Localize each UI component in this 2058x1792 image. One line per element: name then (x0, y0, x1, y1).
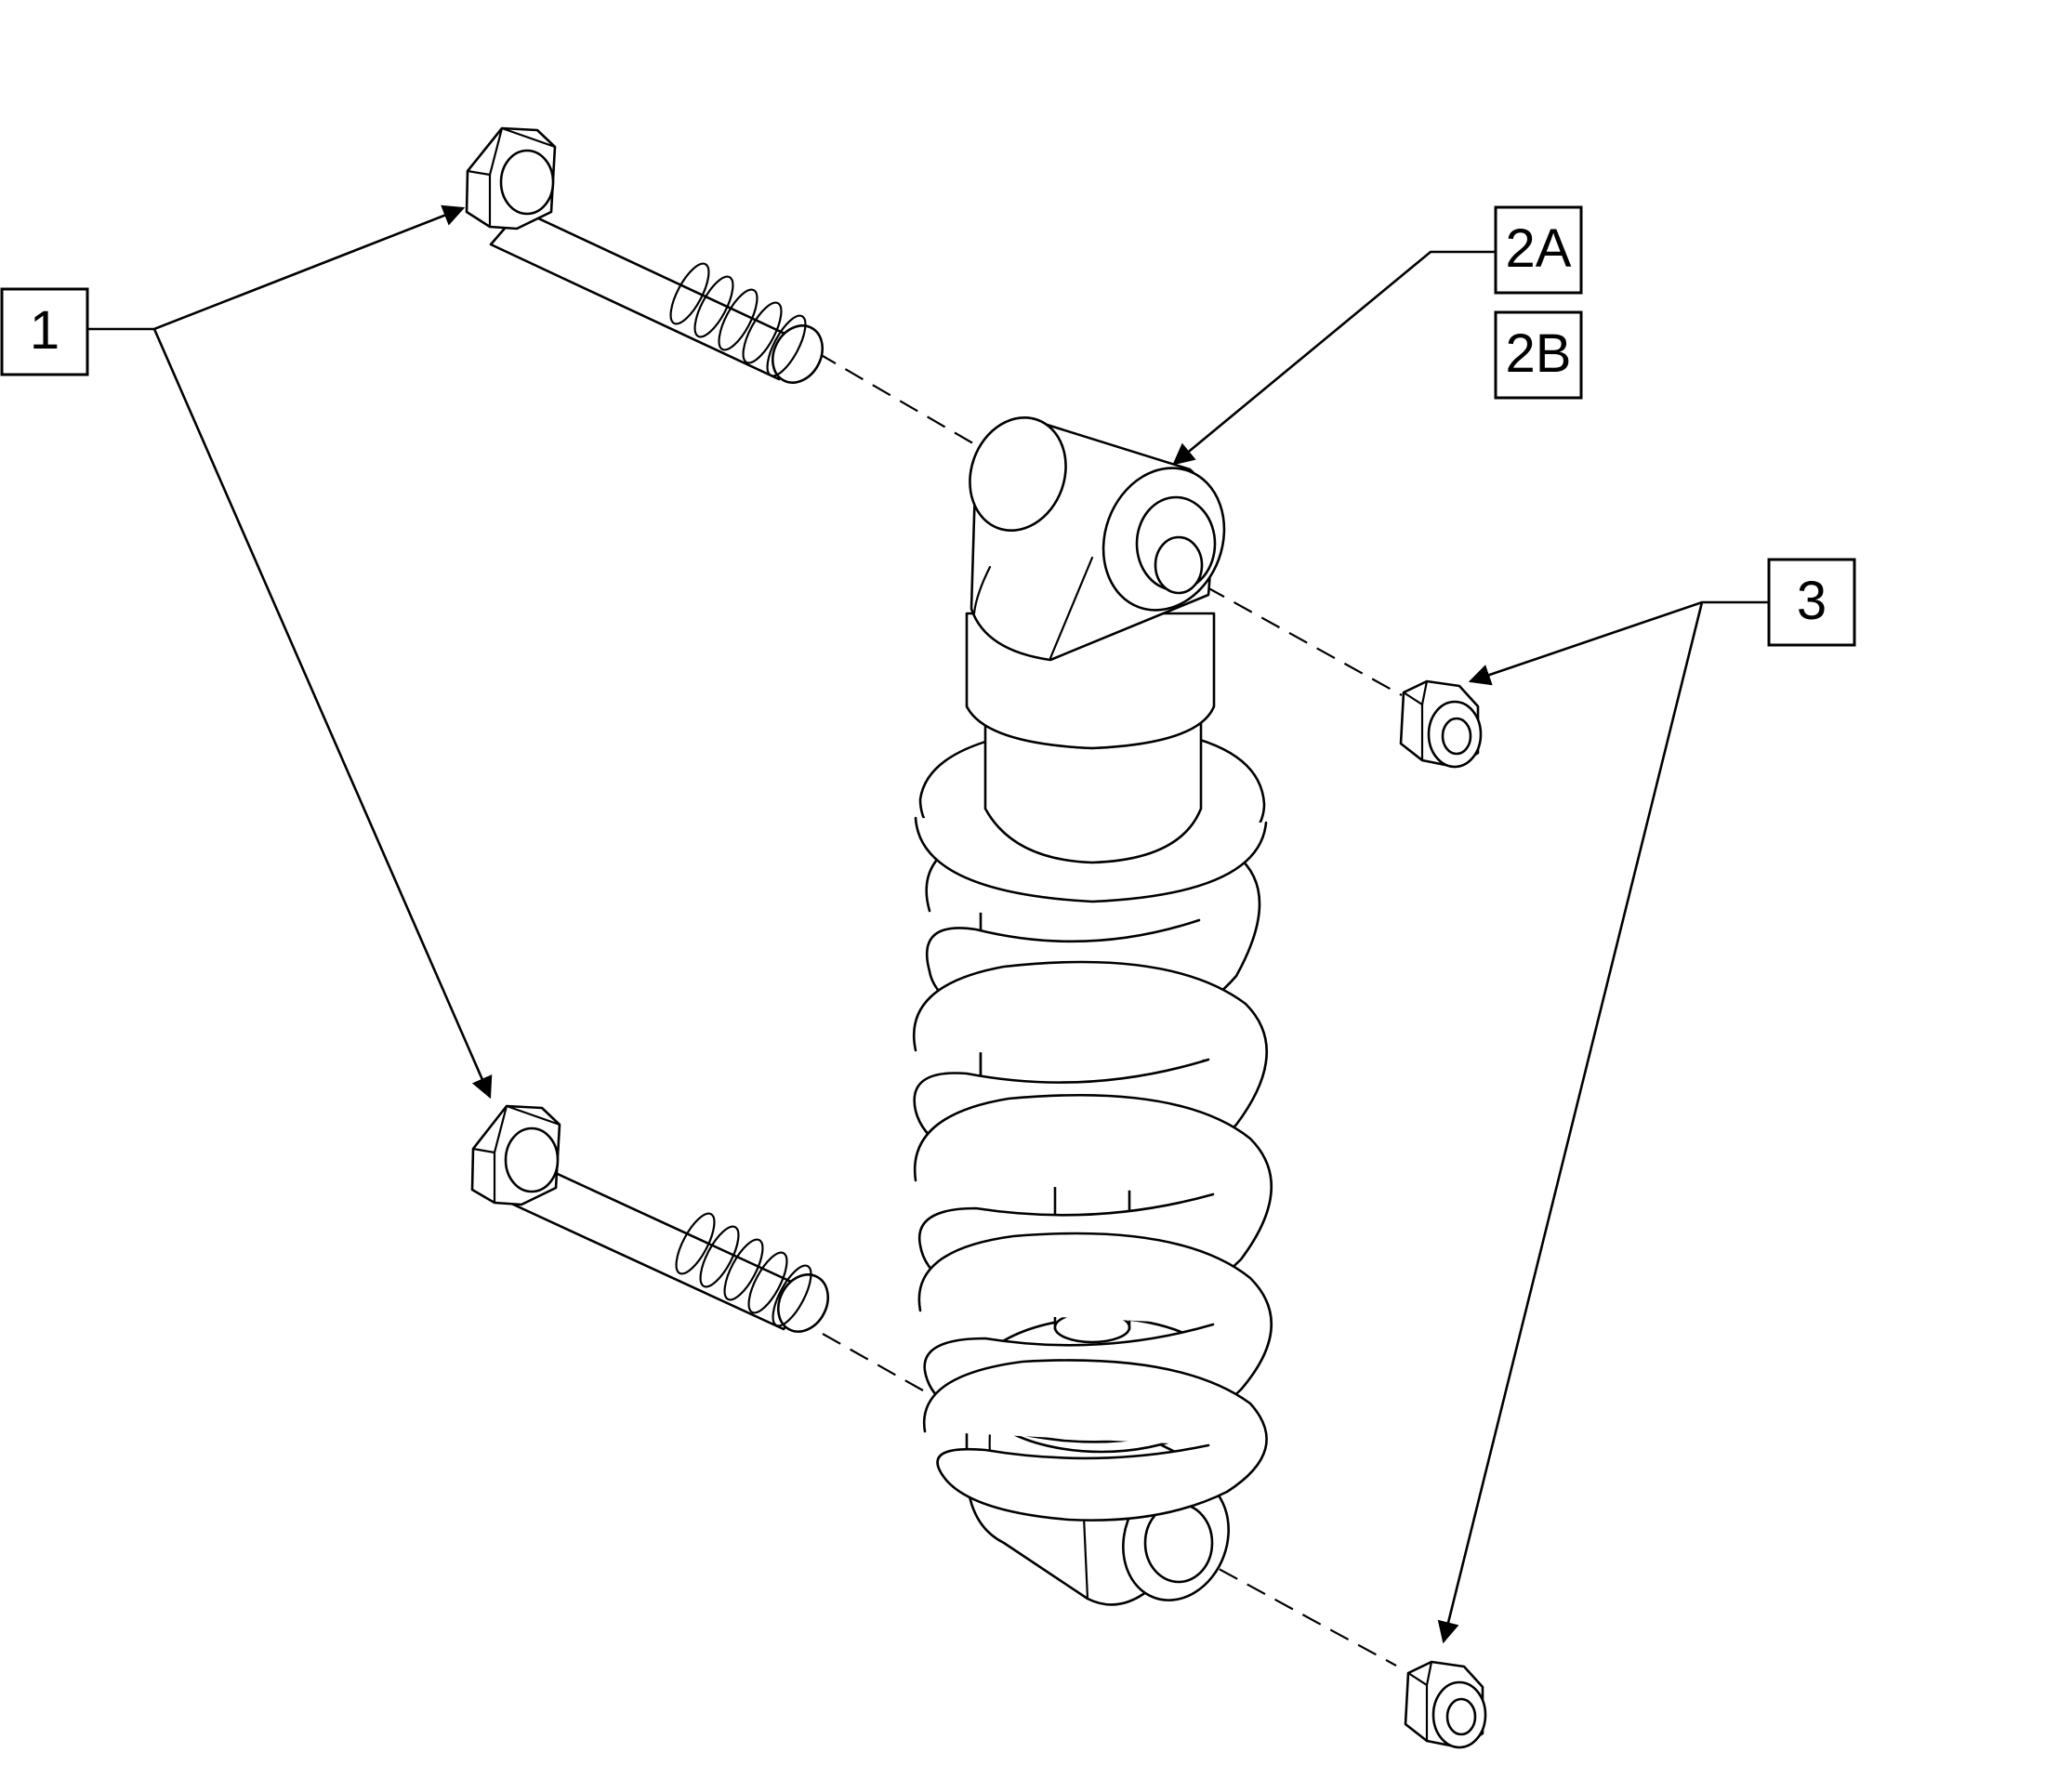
shock-absorber (913, 415, 1273, 1606)
callout-2b-box (1494, 310, 1583, 400)
callout-2a-leader (1172, 250, 1496, 466)
callout-2b-label: 2B (1506, 323, 1572, 384)
callout-1: 1 (0, 287, 89, 376)
bolt-bottom (470, 1104, 830, 1333)
bottom-bolt-axis (822, 1333, 930, 1395)
callout-1-leaders (87, 204, 493, 1100)
nut-top (1399, 679, 1483, 769)
upper-mount (969, 415, 1226, 662)
top-nut-axis (1178, 571, 1403, 696)
callout-2a-label: 2A (1506, 218, 1572, 279)
callout-1-label: 1 (30, 300, 59, 361)
coil-spring (913, 820, 1273, 1522)
callout-2a: 2A (1494, 205, 1583, 295)
nut-bottom (1404, 1660, 1487, 1749)
callout-2a-box (1494, 205, 1583, 295)
bolt-top (465, 126, 825, 384)
assembly-lines (817, 352, 1403, 1667)
callout-1-box (0, 287, 89, 376)
bottom-nut-axis (1191, 1553, 1397, 1667)
callout-3-label: 3 (1797, 571, 1827, 631)
callout-3-box (1767, 558, 1856, 647)
callout-3: 3 (1767, 558, 1856, 647)
callout-2b: 2B (1494, 310, 1583, 400)
top-bolt-axis (817, 352, 979, 447)
callout-3-leaders (1437, 600, 1769, 1644)
